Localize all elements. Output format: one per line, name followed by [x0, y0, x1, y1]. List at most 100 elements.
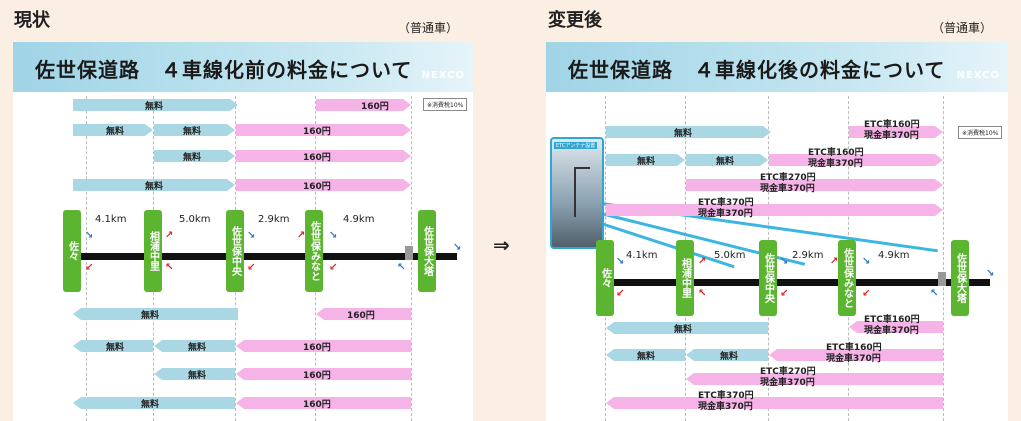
ramp-out-icon: ↙: [247, 262, 256, 273]
free-label: 無料: [183, 153, 202, 163]
ramp-in-icon: ↘: [453, 242, 462, 253]
nexco-logo: NEXCO: [421, 70, 465, 81]
price-label: 160円: [303, 400, 331, 410]
ramp-out-icon: ↙: [780, 288, 789, 299]
fare-cash: 現金車370円: [760, 184, 815, 194]
fare-arrow-free: [606, 322, 768, 334]
after-banner: 佐世保道路 ４車線化後の料金について NEXCO: [546, 42, 1008, 92]
fare-arrow-free: [606, 154, 685, 166]
fare-etc: ETC車370円: [698, 391, 754, 401]
ramp-in-icon: ↖: [397, 262, 406, 273]
fare-arrow-toll: [236, 368, 411, 380]
ramp-out-icon: ↙: [616, 288, 625, 299]
ramp-out-icon: ↙: [862, 288, 871, 299]
toll-gate: [938, 272, 946, 286]
before-title: 佐世保道路 ４車線化前の料金について: [35, 58, 413, 82]
free-label: 無料: [145, 182, 164, 192]
fare-arrow-free: [73, 340, 153, 352]
ic-sasebo-minato: 佐世保みなと: [305, 210, 323, 292]
fare-arrow-free: [73, 308, 238, 320]
fare-arrow-free: [606, 126, 771, 138]
ramp-in-icon: ↘: [862, 256, 871, 267]
vehicle-class-before: （普通車）: [398, 21, 459, 35]
fare-arrow-toll: [236, 179, 411, 191]
fare-arrow-toll: [849, 126, 943, 138]
fare-arrow-free: [154, 150, 235, 162]
price-label: 160円: [347, 311, 375, 321]
free-label: 無料: [637, 352, 656, 362]
fare-arrow-toll: [849, 321, 943, 333]
caption-after: 変更後: [548, 10, 602, 31]
photo-caption: ETCアンテナ設置: [554, 142, 598, 149]
ic-ainoura-nakazato: 相浦中里: [676, 240, 694, 316]
ic-sasebo-daito: 佐世保大塔: [418, 210, 436, 292]
ic-sasa: 佐々: [63, 210, 81, 292]
fare-arrow-toll: [316, 308, 411, 320]
ic-sasebo-daito: 佐世保大塔: [951, 240, 969, 316]
fare-arrow-toll: [236, 150, 411, 162]
fare-etc: ETC車270円: [760, 173, 816, 183]
fare-etc: ETC車160円: [808, 148, 864, 158]
fare-arrow-toll: [769, 154, 943, 166]
fare-arrow-free: [686, 154, 768, 166]
distance-label: 5.0km: [179, 214, 211, 225]
nexco-logo: NEXCO: [956, 70, 1000, 81]
free-label: 無料: [716, 157, 735, 167]
free-label: 無料: [674, 325, 693, 335]
price-label: 160円: [303, 182, 331, 192]
price-label: 160円: [303, 153, 331, 163]
fare-arrow-free: [73, 179, 235, 191]
free-label: 無料: [106, 127, 125, 137]
fare-arrow-toll: [316, 99, 411, 111]
fare-arrow-toll: [769, 349, 943, 361]
ramp-in-icon: ↘: [329, 230, 338, 241]
before-panel: 佐世保道路 ４車線化前の料金について NEXCO ※消費税10% 無料 160円…: [13, 42, 473, 421]
fare-arrow-free: [606, 349, 685, 361]
after-title: 佐世保道路 ４車線化後の料金について: [568, 58, 946, 82]
fare-arrow-free: [73, 124, 153, 136]
expressway-road: [73, 253, 457, 260]
distance-label: 4.1km: [95, 214, 127, 225]
fare-cash: 現金車370円: [698, 402, 753, 412]
tax-note: ※消費税10%: [958, 126, 1003, 139]
ramp-out-icon: ↗: [698, 256, 707, 267]
fare-arrow-toll: [236, 124, 411, 136]
ic-sasebo-chuo: 佐世保中央: [226, 210, 244, 292]
ic-sasa: 佐々: [596, 240, 614, 316]
ramp-out-icon: ↗: [165, 230, 174, 241]
free-label: 無料: [183, 127, 202, 137]
fare-etc: ETC車160円: [826, 343, 882, 353]
free-label: 無料: [145, 102, 164, 112]
fare-arrow-toll: [686, 179, 943, 191]
after-panel: 佐世保道路 ４車線化後の料金について NEXCO ※消費税10% ETCアンテナ…: [546, 42, 1008, 421]
ramp-out-icon: ↙: [329, 262, 338, 273]
free-label: 無料: [106, 343, 125, 353]
caption-before: 現状: [14, 10, 50, 31]
fare-arrow-toll: [686, 373, 943, 385]
before-banner: 佐世保道路 ４車線化前の料金について NEXCO: [13, 42, 473, 92]
free-label: 無料: [141, 311, 160, 321]
fare-etc: ETC車160円: [864, 120, 920, 130]
ramp-in-icon: ↖: [930, 288, 939, 299]
ramp-out-icon: ↖: [698, 288, 707, 299]
fare-arrow-free: [686, 349, 768, 361]
fare-cash: 現金車370円: [760, 378, 815, 388]
distance-label: 5.0km: [714, 250, 746, 261]
ramp-in-icon: ↘: [986, 268, 995, 279]
free-label: 無料: [141, 400, 160, 410]
free-label: 無料: [637, 157, 656, 167]
fare-cash: 現金車370円: [864, 131, 919, 141]
price-label: 160円: [361, 102, 389, 112]
fare-etc: ETC車270円: [760, 367, 816, 377]
price-label: 160円: [303, 127, 331, 137]
ramp-in-icon: ↘: [780, 256, 789, 267]
fare-etc: ETC車160円: [864, 315, 920, 325]
ramp-out-icon: ↗: [830, 256, 839, 267]
free-label: 無料: [674, 129, 693, 139]
fare-cash: 現金車370円: [826, 354, 881, 364]
fare-arrow-free: [154, 124, 235, 136]
etc-antenna-photo: ETCアンテナ設置: [550, 137, 604, 249]
distance-label: 2.9km: [792, 250, 824, 261]
ramp-in-icon: ↘: [85, 230, 94, 241]
toll-gate: [405, 246, 413, 260]
